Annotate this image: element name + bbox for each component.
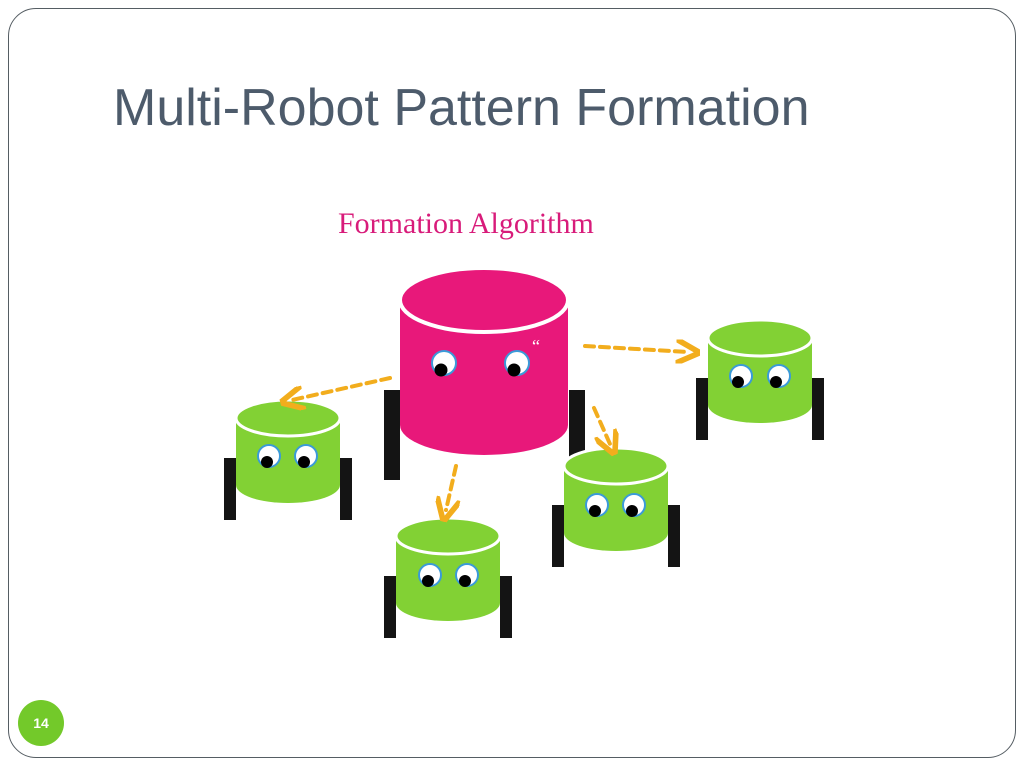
follower-robot-right (696, 320, 824, 440)
follower-top (396, 518, 500, 554)
quote-mark: “ (532, 336, 540, 357)
arrow-to-lower-right-robot (594, 408, 610, 444)
follower-robot-lower-right (552, 448, 680, 567)
arrow-to-right-robot (585, 346, 688, 352)
arrow-to-left-robot (292, 378, 390, 400)
wheel (668, 505, 680, 567)
wheel (224, 458, 236, 520)
wheel (552, 505, 564, 567)
follower-robot-left (224, 400, 352, 520)
page-number-badge: 14 (18, 700, 64, 746)
wheel (812, 378, 824, 440)
follower-top (564, 448, 668, 484)
follower-top (708, 320, 812, 356)
follower-top (236, 400, 340, 436)
leader-robot (384, 268, 585, 480)
wheel (696, 378, 708, 440)
leader-left-wheel (384, 390, 400, 480)
wheel (340, 458, 352, 520)
wheel (500, 576, 512, 638)
leader-top (400, 268, 568, 332)
follower-robot-bottom (384, 518, 512, 638)
wheel (384, 576, 396, 638)
arrow-to-bottom-robot (446, 466, 456, 510)
